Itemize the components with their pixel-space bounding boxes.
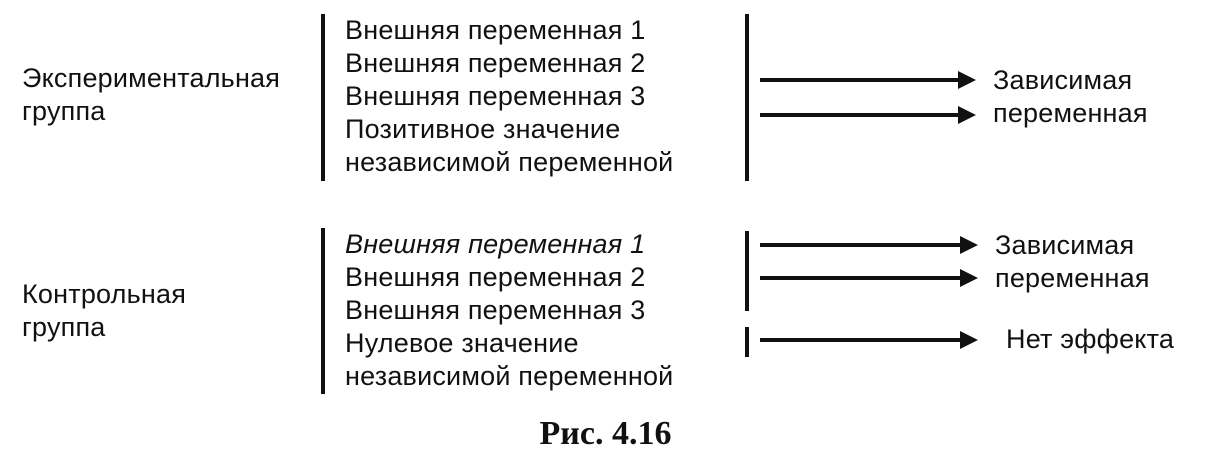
experimental-left-bracket bbox=[321, 14, 325, 181]
experimental-result-line2: переменная bbox=[993, 98, 1148, 128]
experimental-var-2: Внешняя переменная 2 bbox=[345, 48, 646, 78]
control-left-bracket bbox=[321, 228, 325, 394]
control-var-3: Внешняя переменная 3 bbox=[345, 295, 646, 325]
control-var-1: Внешняя переменная 1 bbox=[345, 229, 646, 259]
experimental-iv-line1: Позитивное значение bbox=[345, 114, 621, 144]
control-no-effect: Нет эффекта bbox=[1006, 324, 1175, 354]
experimental-arrow-2 bbox=[760, 106, 976, 124]
experimental-arrow-1 bbox=[760, 71, 976, 89]
control-right-bracket-upper bbox=[745, 231, 749, 311]
experimental-right-bracket bbox=[745, 14, 749, 181]
control-group-label-line2: группа bbox=[22, 312, 106, 342]
control-right-bracket-lower bbox=[745, 327, 749, 357]
control-arrow-no-effect bbox=[760, 331, 978, 349]
control-arrow-1 bbox=[760, 236, 978, 254]
control-iv-line2: независимой переменной bbox=[345, 361, 674, 391]
figure-caption: Рис. 4.16 bbox=[539, 415, 672, 452]
experimental-var-3: Внешняя переменная 3 bbox=[345, 81, 646, 111]
experimental-group-label-line2: группа bbox=[22, 96, 106, 126]
experimental-group-label-line1: Экспериментальная bbox=[22, 63, 281, 93]
control-result-line1: Зависимая bbox=[995, 230, 1135, 260]
control-iv-line1: Нулевое значение bbox=[345, 328, 579, 358]
control-group-label-line1: Контрольная bbox=[22, 279, 187, 309]
control-var-2: Внешняя переменная 2 bbox=[345, 262, 646, 292]
experimental-result-line1: Зависимая bbox=[993, 65, 1133, 95]
experimental-iv-line2: независимой переменной bbox=[345, 147, 674, 177]
experimental-var-1: Внешняя переменная 1 bbox=[345, 15, 646, 45]
control-arrow-2 bbox=[760, 269, 978, 287]
control-result-line2: переменная bbox=[995, 263, 1150, 293]
